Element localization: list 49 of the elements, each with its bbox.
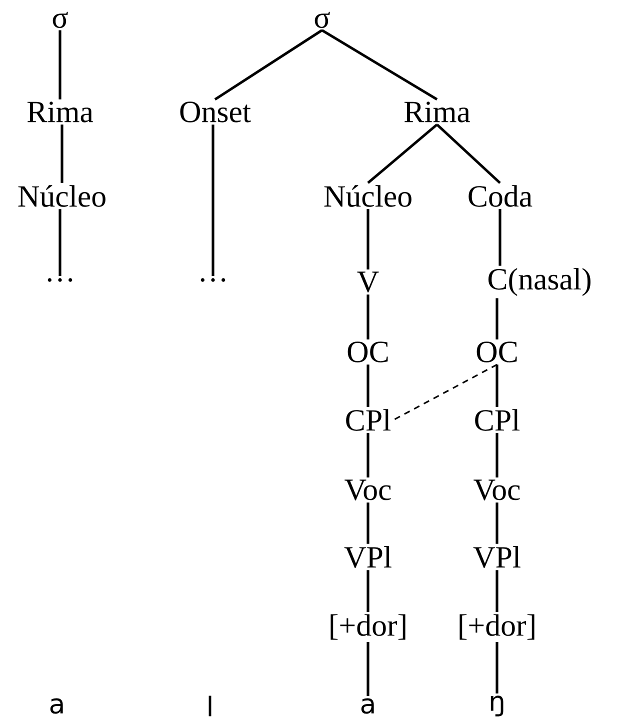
tree-label: [+dor]	[330, 614, 406, 640]
tree-branch	[366, 294, 370, 340]
tree-branch	[496, 433, 498, 478]
tree-label: …	[48, 278, 72, 282]
tree-label: σ	[314, 12, 330, 28]
tree-branch	[366, 570, 370, 612]
tree-label: OC	[348, 342, 388, 362]
tree-label: VPl	[473, 546, 520, 568]
tree-branch	[366, 433, 370, 478]
tree-branch	[212, 124, 214, 276]
tree-branch	[496, 502, 498, 544]
tree-branch	[366, 502, 370, 544]
tree-branch	[498, 209, 502, 266]
tree-label: OC	[476, 342, 517, 362]
tree-label: …	[200, 278, 226, 282]
tree-branch	[366, 642, 370, 696]
tree-branch	[58, 209, 62, 276]
tree-label: CPl	[475, 409, 520, 431]
tree-branch	[496, 642, 498, 694]
tree-branch	[366, 209, 370, 270]
tree-branch	[367, 124, 438, 184]
tree-label: Núcleo	[18, 185, 106, 207]
tree-branch	[214, 29, 323, 101]
tree-branch	[496, 570, 498, 612]
tree-label: Voc	[344, 480, 391, 500]
tree-label: V	[357, 272, 379, 292]
tree-label: Rima	[404, 102, 470, 122]
tree-label: Rima	[27, 102, 94, 122]
tree-label: VPl	[344, 546, 392, 568]
tree-label: Núcleo	[324, 185, 412, 207]
tree-label: σ	[52, 12, 68, 28]
tree-branch	[436, 124, 501, 184]
tree-branch	[366, 364, 370, 407]
tree-label: ŋ	[490, 696, 504, 716]
tree-branch	[60, 124, 64, 183]
tree-label: Coda	[468, 185, 532, 207]
tree-branch	[58, 30, 62, 100]
tree-label: a	[361, 698, 374, 714]
tree-label: CPl	[346, 409, 391, 431]
tree-label: Onset	[180, 102, 251, 122]
tree-branch	[393, 364, 498, 421]
tree-branch	[496, 298, 498, 340]
tree-branch	[496, 364, 498, 407]
phone-symbol: l	[208, 696, 212, 716]
tree-branch	[321, 29, 438, 101]
tree-label: [+dor]	[460, 614, 534, 640]
tree-label: C(nasal)	[488, 268, 590, 296]
phone-symbol: a	[50, 698, 63, 714]
tree-label: Voc	[474, 480, 520, 500]
